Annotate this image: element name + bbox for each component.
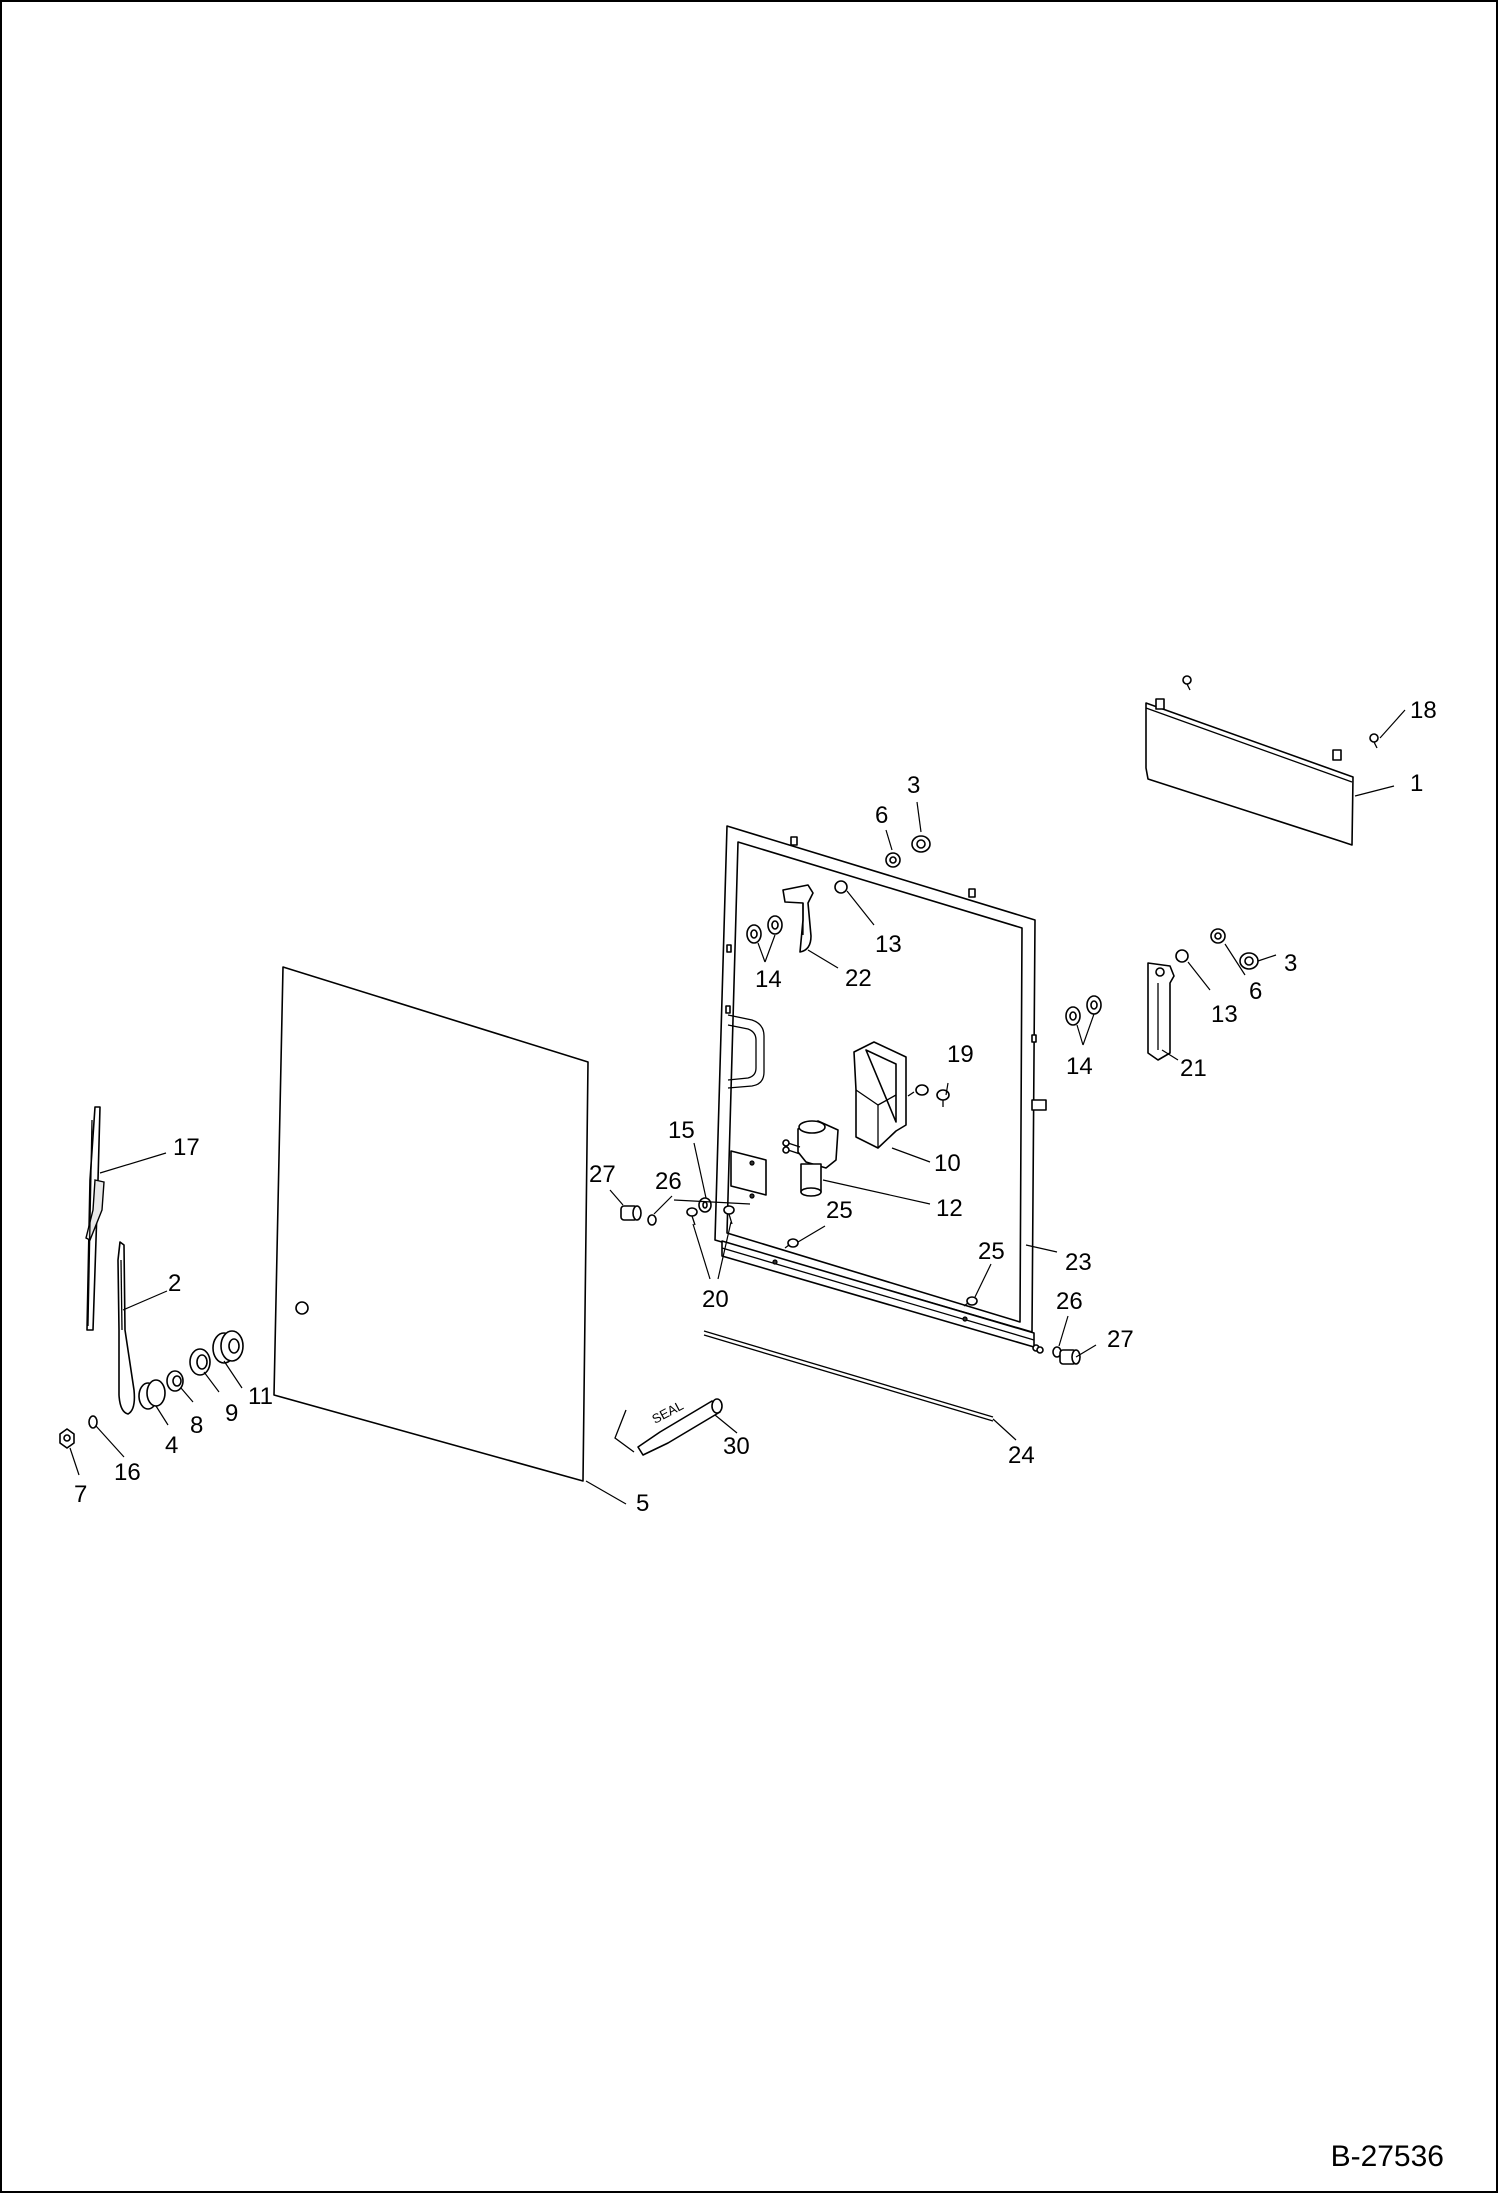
callout-15: 15 [668, 1117, 695, 1144]
callout-24: 24 [1008, 1442, 1035, 1469]
callout-6-top: 6 [875, 802, 888, 829]
callout-1: 1 [1410, 770, 1423, 797]
callout-20: 20 [702, 1286, 729, 1313]
figure-number: B-27536 [1331, 2140, 1444, 2173]
callout-22: 22 [845, 965, 872, 992]
part-16-washer [88, 1415, 98, 1429]
callout-30: 30 [723, 1433, 750, 1460]
callout-25-left: 25 [826, 1197, 853, 1224]
callout-14-left: 14 [755, 966, 782, 993]
part-11-grommet [212, 1330, 244, 1364]
callout-26-left: 26 [655, 1168, 682, 1195]
part-7-nut [59, 1428, 75, 1449]
part-6-washer-top [885, 852, 901, 868]
callout-12: 12 [936, 1195, 963, 1222]
callout-17: 17 [173, 1134, 200, 1161]
part-8-nut [166, 1370, 184, 1392]
part-30-seal-tube: SEAL [614, 1398, 723, 1456]
callout-4: 4 [165, 1432, 178, 1459]
part-10-motor-cover [853, 1041, 907, 1149]
part-21-latch-bracket [1147, 962, 1175, 1061]
part-22-latch-bracket [782, 884, 814, 953]
part-24-seal-strip [703, 1330, 994, 1422]
callout-13-right: 13 [1211, 1001, 1238, 1028]
part-17-wiper-blade [85, 1106, 105, 1331]
part-14-washers-right [1065, 995, 1102, 1026]
callout-6-right: 6 [1249, 978, 1262, 1005]
callout-9: 9 [225, 1400, 238, 1427]
part-9-washer [189, 1348, 211, 1376]
part-26-washer-left [647, 1214, 657, 1226]
callout-23: 23 [1065, 1249, 1092, 1276]
part-15-spacer [698, 1197, 712, 1213]
part-27-bushing-left [620, 1205, 642, 1221]
callout-8: 8 [190, 1412, 203, 1439]
callout-26-right: 26 [1056, 1288, 1083, 1315]
part-5-glass-panel [273, 966, 589, 1482]
part-6-washer-right [1210, 928, 1226, 944]
part-14-washers-left [746, 915, 783, 944]
part-25-screws [784, 1238, 978, 1307]
part-18-screws [1182, 675, 1379, 749]
part-3-nut-top [911, 835, 931, 853]
part-12-wiper-motor [782, 1120, 839, 1197]
callout-10: 10 [934, 1150, 961, 1177]
callout-11: 11 [248, 1383, 273, 1410]
callout-21: 21 [1180, 1055, 1207, 1082]
part-2-wiper-arm [117, 1241, 136, 1415]
callout-2: 2 [168, 1270, 181, 1297]
callout-14-right: 14 [1066, 1053, 1093, 1080]
callout-18: 18 [1410, 697, 1437, 724]
callout-5: 5 [636, 1490, 649, 1517]
callout-3-top: 3 [907, 772, 920, 799]
part-1-visor-panel [1145, 698, 1354, 846]
part-13-washer-right [1175, 949, 1189, 963]
callout-3-right: 3 [1284, 950, 1297, 977]
callout-27-right: 27 [1107, 1326, 1134, 1353]
part-13-washer-left [834, 880, 848, 894]
callout-7: 7 [74, 1481, 87, 1508]
callout-16: 16 [114, 1459, 141, 1486]
callout-13-left: 13 [875, 931, 902, 958]
callout-25-right: 25 [978, 1238, 1005, 1265]
part-3-nut-right [1239, 952, 1259, 970]
leader-lines [69, 709, 1406, 1505]
mounting-plate [730, 1150, 767, 1199]
callout-19: 19 [947, 1041, 974, 1068]
part-4-cap [138, 1379, 166, 1410]
callout-labels: 1 2 3 3 4 5 6 6 7 8 9 10 11 12 13 13 14 … [74, 697, 1437, 1517]
callout-27-left: 27 [589, 1161, 616, 1188]
